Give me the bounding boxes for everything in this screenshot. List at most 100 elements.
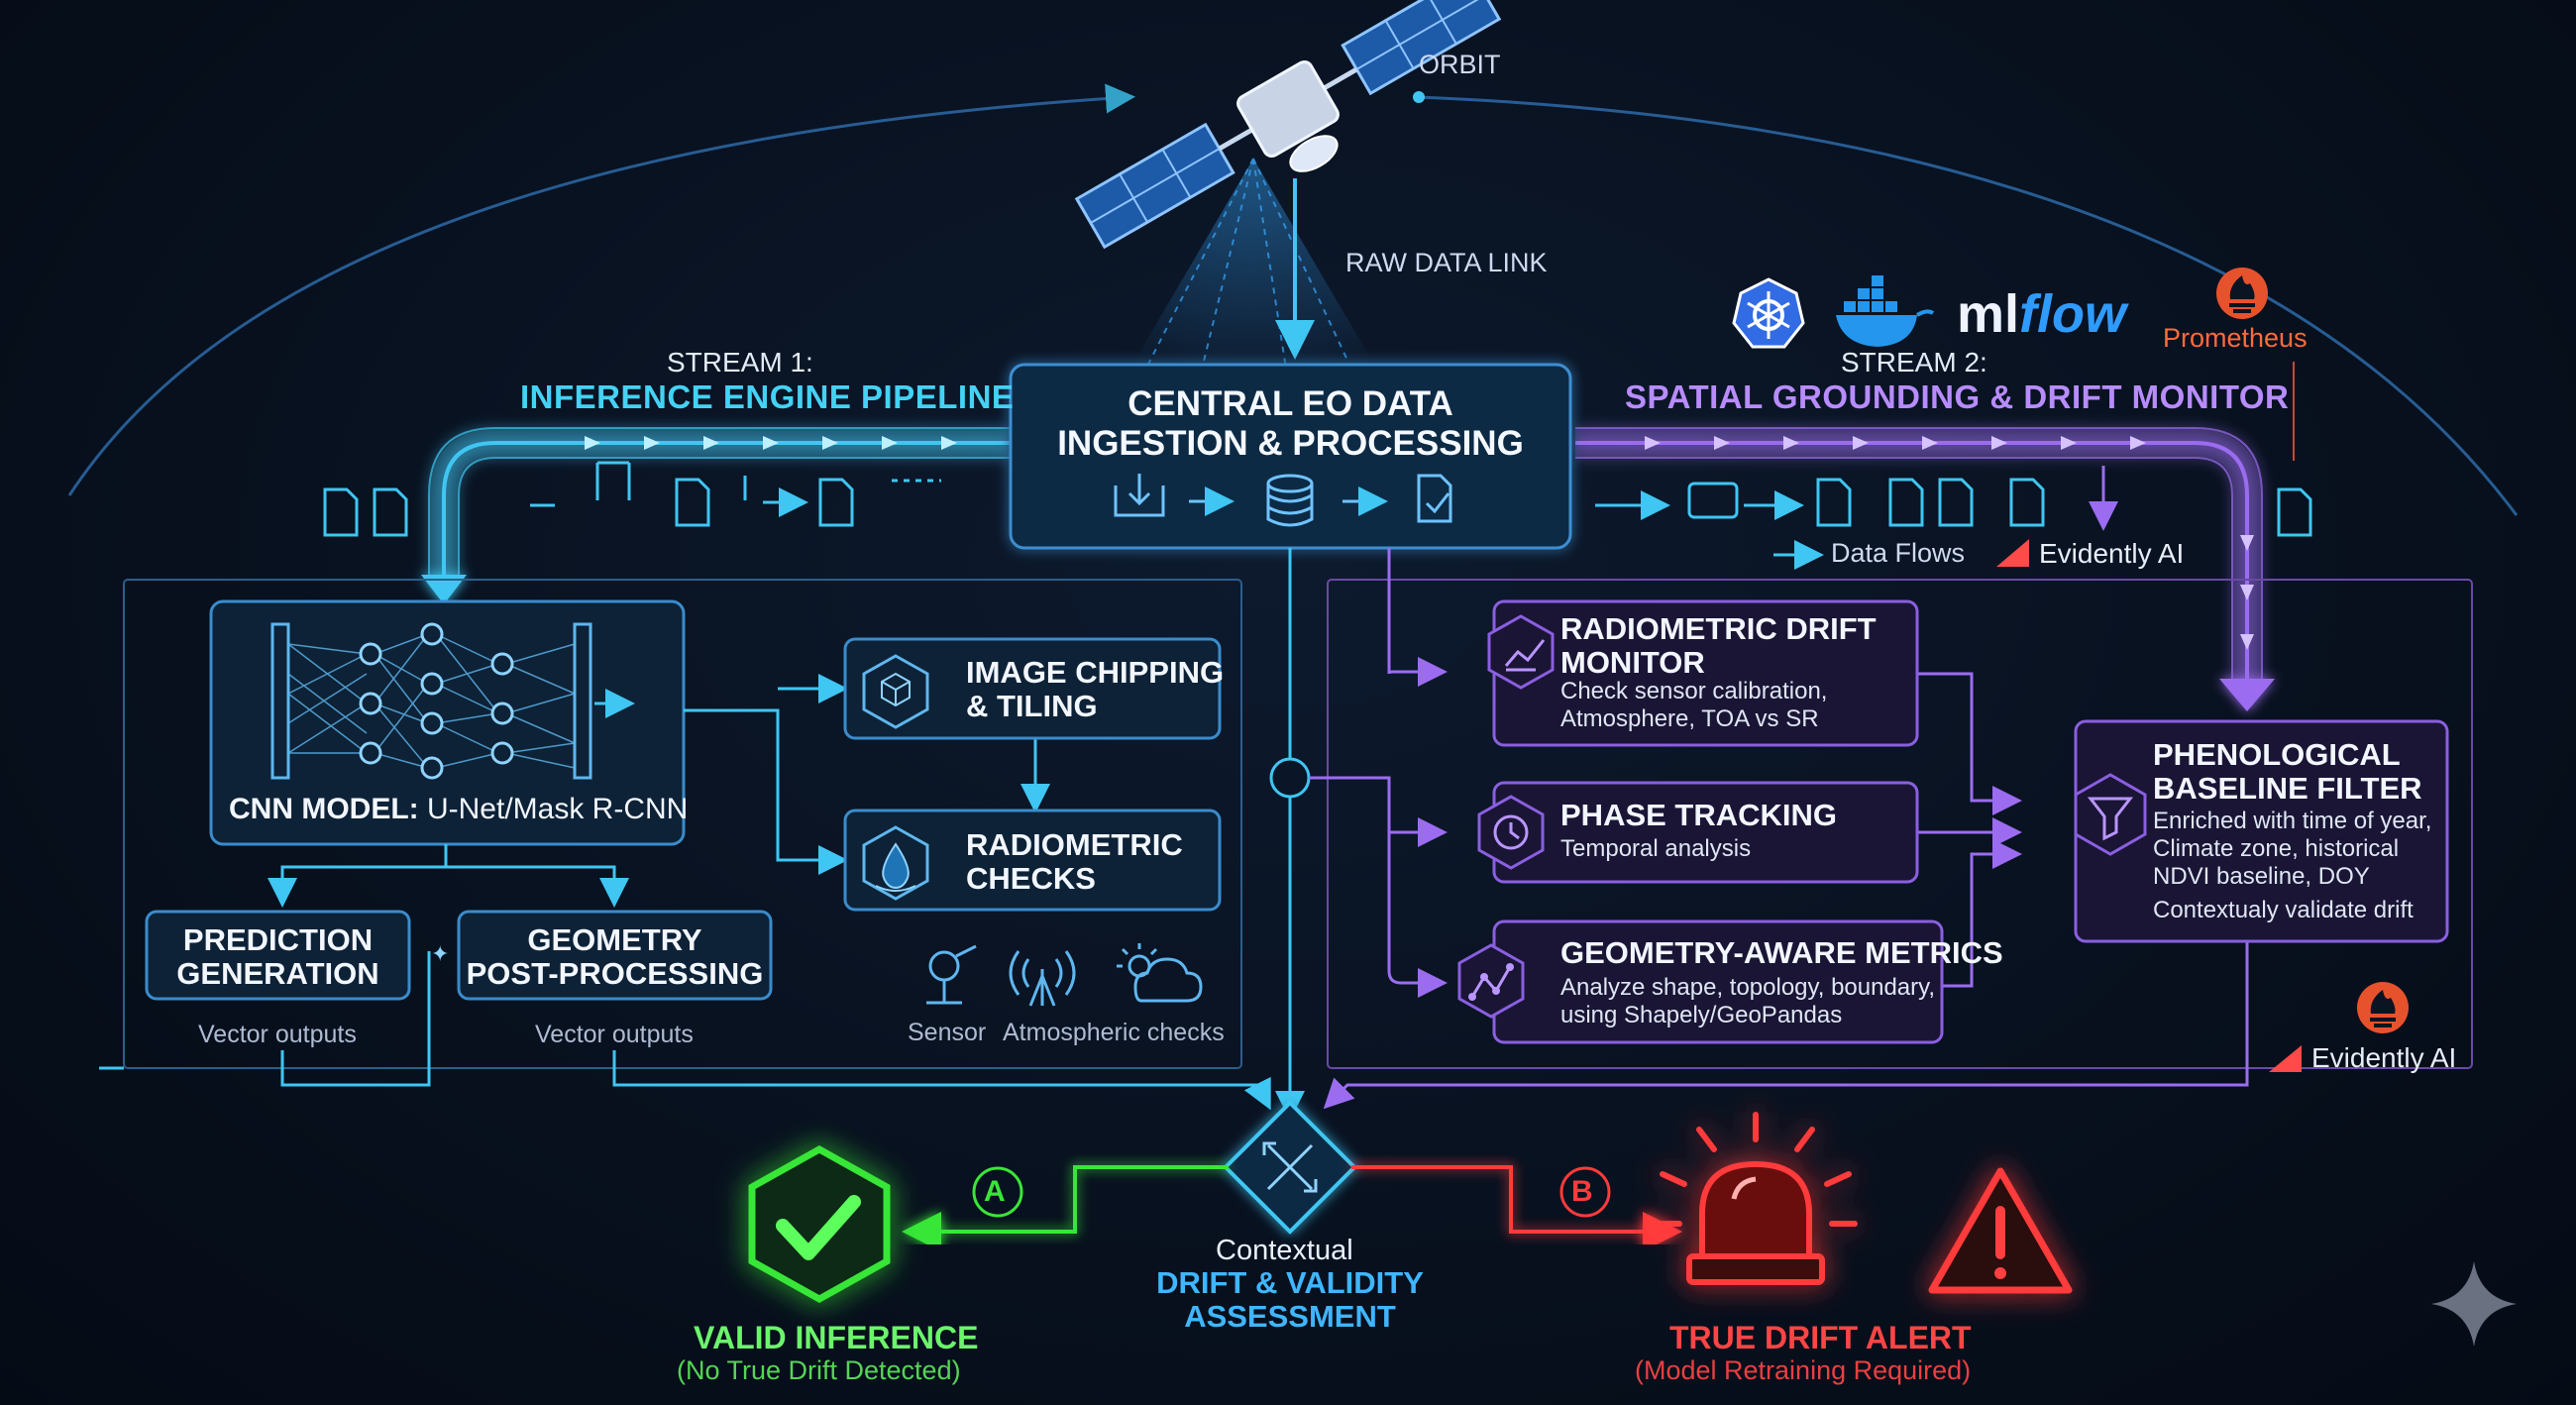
filter-icon — [2074, 773, 2147, 856]
badge-a: A — [984, 1175, 1006, 1208]
image-chipping-line1: IMAGE CHIPPING — [966, 655, 1225, 690]
geometry-pp-line1: GEOMETRY — [527, 922, 702, 957]
warning-triangle-icon — [1928, 1167, 2073, 1294]
stream2-pipe — [1575, 427, 2275, 711]
assessment-diamond — [1223, 1100, 1357, 1235]
phenological-desc4: Contextualy validate drift — [2153, 897, 2414, 923]
stream2-connectors — [1309, 548, 2249, 1110]
drift-alert-title: TRUE DRIFT ALERT — [1669, 1320, 1972, 1355]
stream1-number: STREAM 1: — [667, 347, 813, 378]
geometry-metrics-desc1: Analyze shape, topology, boundary, — [1560, 974, 1936, 1001]
radiometric-checks-line1: RADIOMETRIC — [966, 827, 1183, 862]
neural-network-icon — [270, 622, 592, 780]
central-icons — [1114, 474, 1452, 527]
prediction-line1: PREDICTION — [182, 922, 374, 957]
badge-a-circle — [972, 1166, 1023, 1218]
docker-icon — [1836, 275, 1935, 347]
stream2-region-frame — [1327, 579, 2473, 1069]
geometry-pp-box — [457, 910, 773, 1001]
radiometric-drift-line1: RADIOMETRIC DRIFT — [1560, 611, 1877, 646]
assessment-line2: DRIFT & VALIDITY — [1156, 1265, 1424, 1300]
prediction-line2: GENERATION — [176, 956, 379, 991]
prediction-box — [145, 910, 411, 1001]
atmospheric-label: Atmospheric checks — [1003, 1019, 1225, 1046]
raw-data-link-label: RAW DATA LINK — [1345, 248, 1548, 277]
antenna-icon — [1009, 950, 1076, 1007]
satellite-beam — [1120, 159, 1387, 386]
evidently-label-top: Evidently AI — [2039, 538, 2185, 569]
radiometric-checks-box — [843, 809, 1222, 912]
phenological-desc: Enriched with time of year, Climate zone… — [2153, 808, 2431, 924]
prometheus-label: Prometheus — [2163, 323, 2308, 353]
cube-icon — [862, 654, 929, 729]
checkmark-hexagon-icon — [748, 1144, 891, 1304]
radiometric-checks-line2: CHECKS — [966, 861, 1096, 896]
sensor-label: Sensor — [908, 1019, 987, 1046]
kubernetes-icon — [1732, 277, 1805, 349]
path-a-arrow — [902, 1165, 1229, 1251]
assessment-line3: ASSESSMENT — [1184, 1299, 1396, 1334]
trunk-junction — [1269, 757, 1311, 799]
phenological-desc1: Enriched with time of year, — [2153, 808, 2432, 834]
document-icons-stream1 — [323, 461, 941, 537]
cnn-label: CNN MODEL: U-Net/Mask R-CNN — [229, 793, 688, 826]
geometry-metrics-desc: Analyze shape, topology, boundary, using… — [1560, 974, 1935, 1029]
radiometric-checks-title: RADIOMETRIC CHECKS — [966, 828, 1183, 896]
orbit-label: ORBIT — [1419, 50, 1501, 79]
drop-icon — [862, 825, 929, 901]
prometheus-small-icon — [2357, 982, 2409, 1033]
stream1-region-frame — [123, 579, 1242, 1069]
evidently-logo-icon — [1996, 539, 2029, 567]
stream1-chevrons — [585, 436, 957, 450]
badge-b-circle — [1559, 1166, 1611, 1218]
sparkle-logo-icon — [2431, 1261, 2517, 1347]
alarm-siren-icon — [1654, 1112, 1858, 1285]
mlflow-flow-text: flow — [2019, 284, 2127, 344]
legend-data-flows: Data Flows — [1831, 538, 1966, 568]
evidently-label-bottom: Evidently AI — [2311, 1042, 2457, 1073]
document-icons-stream2 — [1595, 478, 2312, 537]
central-title-line1: CENTRAL EO DATA — [1127, 384, 1453, 423]
prometheus-icon — [2216, 268, 2268, 319]
assessment-title: DRIFT & VALIDITY ASSESSMENT — [1141, 1266, 1439, 1334]
geometry-metrics-desc2: using Shapely/GeoPandas — [1560, 1002, 1843, 1028]
sensor-icon — [926, 944, 977, 1005]
phenological-line1: PHENOLOGICAL — [2153, 737, 2401, 772]
geometry-pp-title: GEOMETRY POST-PROCESSING — [459, 923, 771, 991]
outputs-to-assessment — [99, 951, 1271, 1111]
central-title: CENTRAL EO DATA INGESTION & PROCESSING — [1020, 384, 1560, 464]
image-chipping-title: IMAGE CHIPPING & TILING — [966, 656, 1224, 723]
phenological-title: PHENOLOGICAL BASELINE FILTER — [2153, 738, 2422, 806]
cnn-connectors — [268, 674, 1050, 908]
stream2-title: SPATIAL GROUNDING & DRIFT MONITOR — [1625, 378, 2290, 415]
stream1-title: INFERENCE ENGINE PIPELINE — [520, 378, 1015, 415]
phenological-desc2: Climate zone, historical — [2153, 835, 2400, 862]
phenological-desc3: NDVI baseline, DOY — [2153, 863, 2370, 890]
prediction-caption: Vector outputs — [198, 1021, 357, 1048]
radiometric-drift-desc1: Check sensor calibration, — [1560, 678, 1828, 704]
radiometric-drift-title: RADIOMETRIC DRIFT MONITOR — [1560, 612, 1877, 680]
geometry-pp-line2: POST-PROCESSING — [466, 956, 764, 991]
cnn-label-rest: U-Net/Mask R-CNN — [418, 793, 689, 825]
stream2-number: STREAM 2: — [1841, 347, 1987, 378]
image-chipping-line2: & TILING — [966, 689, 1098, 723]
radiometric-drift-desc: Check sensor calibration, Atmosphere, TO… — [1560, 678, 1827, 733]
phenological-line2: BASELINE FILTER — [2153, 771, 2422, 806]
stream1-pipe — [421, 427, 1011, 604]
cloud-sun-icon — [1117, 943, 1203, 1003]
radiometric-drift-line2: MONITOR — [1560, 645, 1705, 680]
valid-inference-title: VALID INFERENCE — [694, 1320, 979, 1355]
drift-alert-sub: (Model Retraining Required) — [1635, 1355, 1972, 1385]
valid-inference-sub: (No True Drift Detected) — [677, 1355, 961, 1385]
mlflow-ml-text: ml — [1957, 284, 2020, 344]
chart-trend-icon — [1487, 614, 1555, 690]
mlflow-logo: mlflow — [1957, 283, 2126, 345]
prediction-title: PREDICTION GENERATION — [147, 923, 409, 991]
geometry-metrics-title: GEOMETRY-AWARE METRICS — [1560, 935, 2003, 970]
image-chipping-box — [843, 637, 1222, 740]
geometry-pp-caption: Vector outputs — [535, 1021, 694, 1048]
phase-tracking-title: PHASE TRACKING — [1560, 798, 1838, 832]
sparkle-icon: ✦ — [431, 941, 449, 966]
cnn-label-bold: CNN MODEL: — [229, 793, 419, 825]
